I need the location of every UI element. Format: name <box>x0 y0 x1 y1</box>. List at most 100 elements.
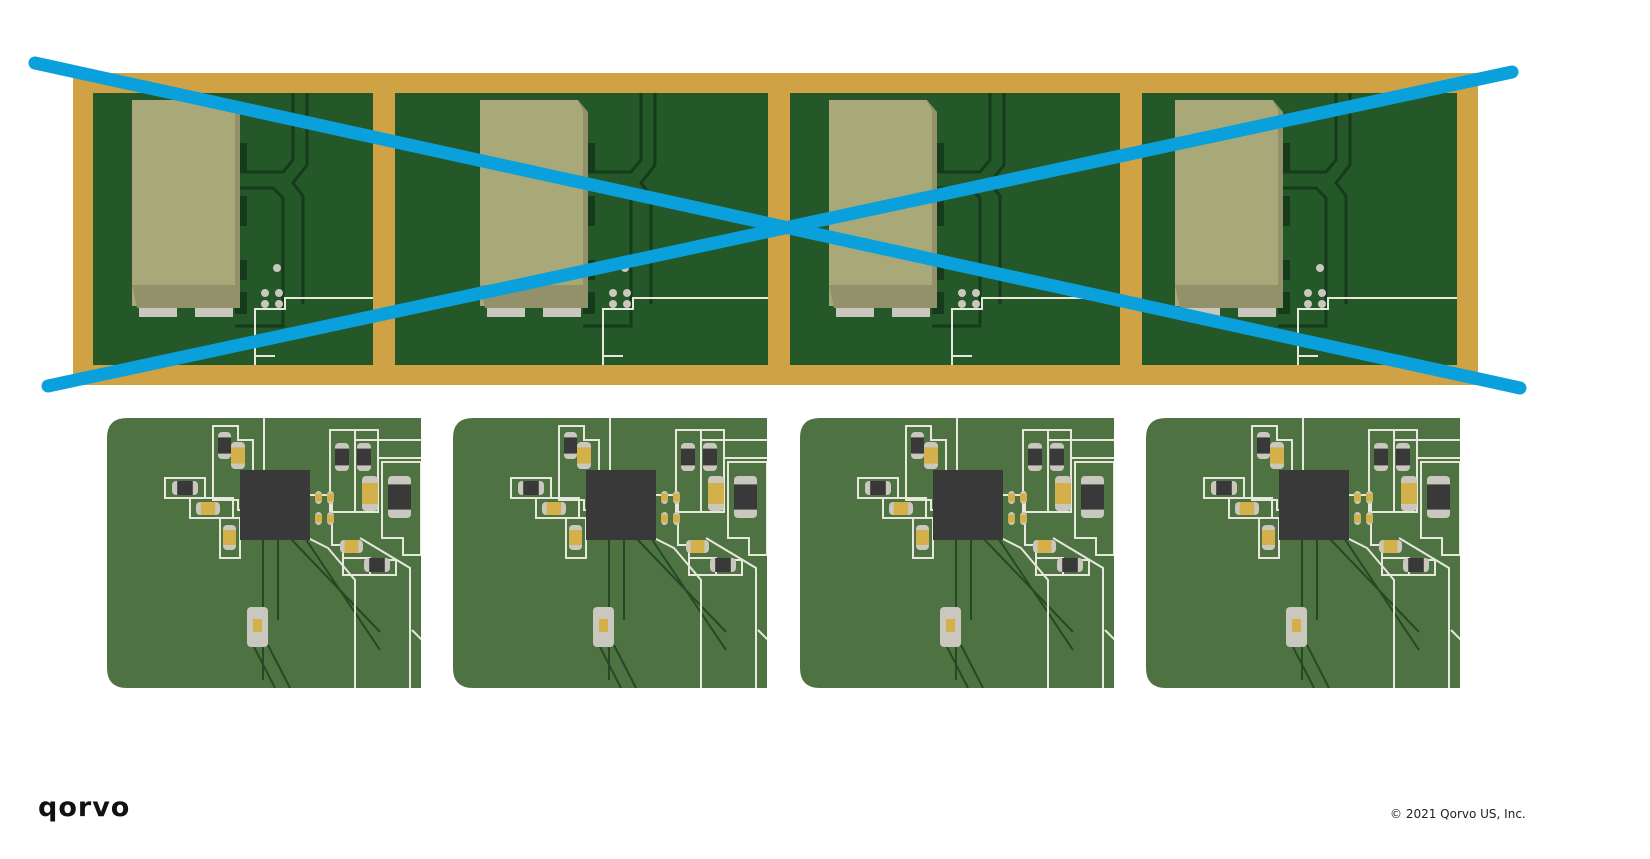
silkscreen-outline <box>359 537 411 688</box>
smd-component <box>686 540 709 553</box>
smd-component <box>1401 476 1417 511</box>
component-body <box>315 514 322 523</box>
silkscreen-outline <box>342 558 370 576</box>
component-body <box>734 484 757 510</box>
component-body <box>1354 493 1361 502</box>
smd-component <box>1403 558 1429 572</box>
panel-module <box>395 93 768 365</box>
silkscreen-outline <box>1074 461 1114 556</box>
component-side <box>1273 100 1283 308</box>
component-body <box>1262 530 1275 545</box>
smd-component <box>916 525 929 550</box>
component-body <box>1028 448 1042 466</box>
component-body <box>703 448 717 466</box>
smd-component <box>681 443 695 471</box>
silkscreen-outline <box>653 537 702 688</box>
smd-component <box>1055 476 1071 511</box>
via <box>1304 289 1312 297</box>
via <box>1316 264 1324 272</box>
smd-component <box>564 432 577 459</box>
test-pad-center <box>253 619 262 632</box>
silkscreen-outline <box>381 461 421 556</box>
ic-chip <box>933 470 1003 540</box>
smd-component <box>340 540 363 553</box>
silkscreen-outline <box>219 517 241 559</box>
smd-component <box>1081 476 1104 518</box>
smd-component <box>673 512 680 525</box>
silkscreen-outline <box>329 429 421 513</box>
panel-module <box>1142 93 1457 365</box>
component-body <box>1020 493 1027 502</box>
smd-component <box>315 512 322 525</box>
component-body <box>661 493 668 502</box>
smd-component <box>577 442 591 469</box>
smd-component <box>1270 442 1284 469</box>
smd-component <box>172 481 198 495</box>
component-body <box>1374 448 1388 466</box>
cross-out-mark <box>28 56 1527 395</box>
component-body <box>1062 558 1078 572</box>
smd-component <box>1396 443 1410 471</box>
component-body <box>893 502 909 515</box>
silkscreen-outline <box>1381 558 1409 576</box>
component-bottom <box>132 285 240 308</box>
smd-component <box>661 512 668 525</box>
component-body <box>223 530 236 545</box>
smd-component <box>335 443 349 471</box>
silkscreen-line <box>602 297 768 365</box>
component-body <box>327 514 334 523</box>
smd-component <box>1366 491 1373 504</box>
compact-board <box>800 418 1114 688</box>
silkscreen-outline <box>727 461 767 556</box>
smd-component <box>1033 540 1056 553</box>
smd-component <box>1057 558 1083 572</box>
via <box>275 300 283 308</box>
component-body <box>564 437 577 454</box>
component-body <box>911 437 924 454</box>
silkscreen-line <box>951 297 1120 365</box>
smd-component <box>196 502 220 515</box>
smd-component <box>327 512 334 525</box>
silkscreen-outline <box>1398 537 1450 688</box>
compact-board-row <box>107 418 1460 688</box>
component-body <box>231 447 245 464</box>
smd-component <box>231 442 245 469</box>
smd-component <box>1366 512 1373 525</box>
component-pad <box>139 308 177 317</box>
component-body <box>924 447 938 464</box>
component-pad <box>836 308 874 317</box>
via <box>1304 300 1312 308</box>
component-body <box>661 514 668 523</box>
via <box>609 289 617 297</box>
board-content <box>453 418 767 688</box>
smd-component <box>708 476 724 511</box>
component-body <box>357 448 371 466</box>
qorvo-logo: qorvo <box>38 792 131 823</box>
silkscreen-line <box>254 297 373 365</box>
silkscreen-outline <box>675 429 767 513</box>
test-pad-center <box>599 619 608 632</box>
component-body <box>1008 493 1015 502</box>
smd-component <box>1354 491 1361 504</box>
cross-line-2 <box>41 65 1519 393</box>
component-body <box>200 502 216 515</box>
silkscreen-outline <box>1346 537 1395 688</box>
via <box>972 289 980 297</box>
component-body <box>870 481 886 495</box>
smd-component <box>1379 540 1402 553</box>
component-body <box>916 530 929 545</box>
smd-component <box>1008 491 1015 504</box>
smd-component <box>569 525 582 550</box>
smd-component <box>1427 476 1450 518</box>
component-body <box>344 540 359 553</box>
component-side <box>578 100 588 308</box>
component-bottom <box>829 285 937 308</box>
dark-trace <box>235 93 309 328</box>
smd-component <box>223 525 236 550</box>
silkscreen-outline <box>757 629 767 641</box>
silkscreen-outline <box>307 537 356 688</box>
smd-component <box>218 432 231 459</box>
smd-component <box>1211 481 1237 495</box>
silkscreen-outline <box>1420 461 1460 556</box>
component-body <box>1037 540 1052 553</box>
